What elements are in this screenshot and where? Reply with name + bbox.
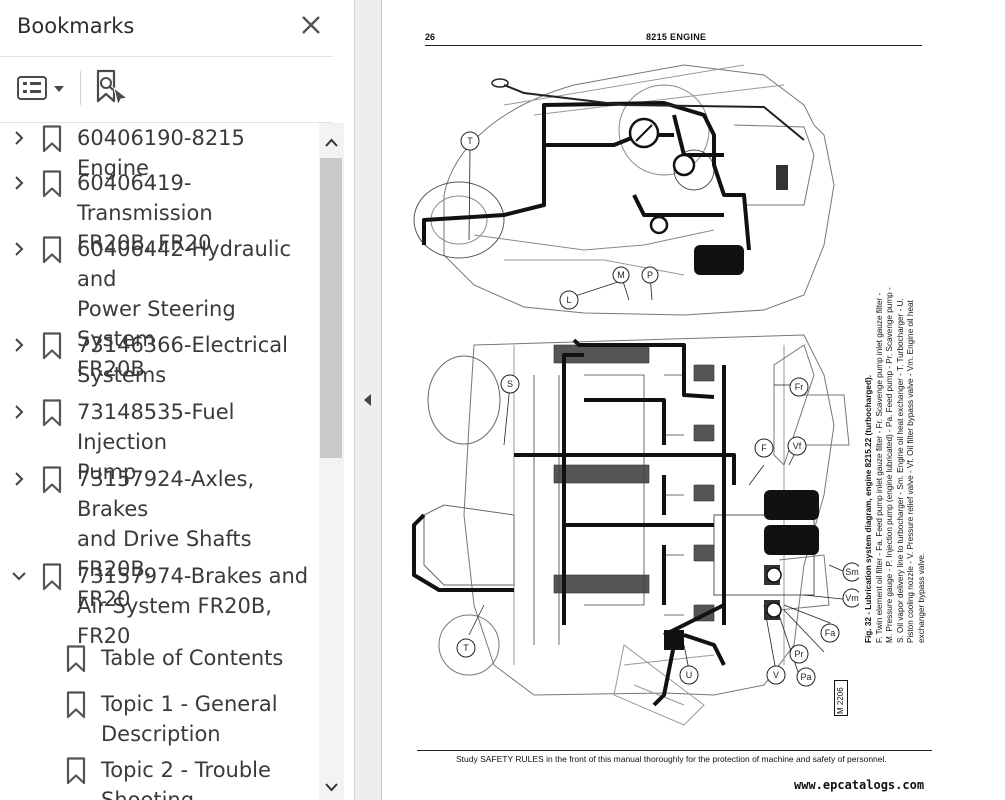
- page-header: 8215 ENGINE: [646, 32, 707, 42]
- bookmarks-panel: Bookmarks: [0, 0, 355, 800]
- panel-header: Bookmarks: [0, 0, 354, 55]
- bookmark-item[interactable]: 73157974-Brakes and Air System FR20B, FR…: [0, 561, 318, 648]
- bookmark-item[interactable]: 73146366-Electrical Systems: [0, 330, 318, 394]
- toolbar-divider: [80, 71, 81, 105]
- chevron-right-icon[interactable]: [10, 174, 28, 192]
- bookmarks-toolbar: [0, 57, 354, 122]
- bookmark-icon: [42, 236, 62, 264]
- bookmark-icon: [42, 170, 62, 198]
- page-number: 26: [425, 32, 436, 42]
- close-panel-button[interactable]: [294, 9, 328, 43]
- bookmark-item[interactable]: Table of Contents: [0, 643, 318, 685]
- panel-title: Bookmarks: [17, 14, 135, 38]
- callout-label: T: [463, 643, 469, 653]
- bookmark-options-button[interactable]: [14, 71, 70, 105]
- bookmark-icon: [42, 563, 62, 591]
- chevron-right-icon[interactable]: [10, 403, 28, 421]
- caption-body: F. Twin element oil filter - Fa. Feed pu…: [874, 287, 926, 643]
- bookmark-icon: [42, 399, 62, 427]
- bookmark-item[interactable]: 73157924-Axles, Brakes and Drive Shafts …: [0, 464, 318, 611]
- scroll-down-button[interactable]: [319, 776, 344, 798]
- chevron-down-icon[interactable]: [10, 567, 28, 585]
- figure-code-text: M 2206: [836, 687, 845, 714]
- bookmark-label: Table of Contents: [101, 646, 284, 670]
- footer-rule: [417, 750, 932, 751]
- bookmark-item[interactable]: 60406190-8215 Engine: [0, 123, 318, 180]
- triangle-left-icon: [364, 394, 371, 406]
- bookmark-item[interactable]: 60406442-Hydraulic and Power Steering Sy…: [0, 234, 318, 381]
- find-current-bookmark-icon: [96, 69, 129, 107]
- callout-label: L: [566, 295, 571, 305]
- bookmark-icon: [66, 645, 86, 673]
- find-current-bookmark-button[interactable]: [92, 68, 132, 108]
- figure-caption: Fig. 32 - Lubrication system diagram, en…: [864, 283, 927, 643]
- caption-title: Fig. 32 - Lubrication system diagram, en…: [864, 375, 873, 643]
- bookmark-icon: [66, 691, 86, 719]
- callout-label: Pa: [800, 672, 811, 682]
- chevron-down-icon: [54, 86, 64, 92]
- chevron-down-icon: [325, 783, 338, 792]
- figure-code: M 2206: [834, 680, 848, 716]
- bookmark-item[interactable]: 73148535-Fuel Injection Pump: [0, 397, 318, 484]
- header-rule: [425, 45, 922, 46]
- callout-label: Fr: [795, 382, 804, 392]
- divider: [0, 122, 333, 123]
- bookmark-icon: [42, 332, 62, 360]
- callout-label: Vm: [845, 593, 859, 603]
- callout-label: V: [773, 670, 779, 680]
- lubrication-diagram: T M P L S Fr F Vf Sm Vm Fa Pr Pa V U T: [412, 64, 859, 726]
- bookmark-item[interactable]: Topic 1 - General Description: [0, 689, 318, 753]
- divider: [0, 56, 333, 57]
- callout-label: Fa: [825, 628, 836, 638]
- callout-label: S: [507, 379, 513, 389]
- page-footer: Study SAFETY RULES in the front of this …: [456, 754, 887, 764]
- bookmark-icon: [42, 466, 62, 494]
- bookmark-label: 73157924-Axles, Brakes and Drive Shafts …: [77, 467, 255, 611]
- bookmark-label: 73148535-Fuel Injection Pump: [77, 400, 235, 484]
- callout-label: T: [467, 136, 473, 146]
- close-icon: [302, 16, 320, 34]
- bookmark-label: 73146366-Electrical Systems: [77, 333, 288, 387]
- chevron-right-icon[interactable]: [10, 470, 28, 488]
- scroll-up-button[interactable]: [319, 132, 344, 154]
- bookmark-label: 60406190-8215 Engine: [77, 126, 245, 180]
- document-page: 26 8215 ENGINE: [384, 0, 1005, 800]
- bookmark-options-icon: [17, 76, 64, 100]
- callout-label: M: [617, 270, 625, 280]
- chevron-right-icon[interactable]: [10, 336, 28, 354]
- bookmark-item[interactable]: 60406419- Transmission FR20B, FR20: [0, 168, 318, 255]
- bookmark-icon: [42, 125, 62, 153]
- callout-label: U: [686, 670, 693, 680]
- bookmark-icon: [66, 757, 86, 785]
- chevron-up-icon: [325, 138, 338, 147]
- callout-label: Vf: [793, 441, 802, 451]
- bookmark-label: 60406442-Hydraulic and Power Steering Sy…: [77, 237, 292, 381]
- scrollbar-thumb[interactable]: [320, 158, 342, 458]
- bookmark-label: 60406419- Transmission FR20B, FR20: [77, 171, 213, 255]
- callout-label: F: [761, 443, 767, 453]
- bookmark-label: Topic 2 - Trouble Shooting: [101, 758, 271, 800]
- bookmark-item[interactable]: Topic 2 - Trouble Shooting: [0, 755, 318, 800]
- callout-label: Pr: [795, 649, 804, 659]
- chevron-right-icon[interactable]: [10, 240, 28, 258]
- chevron-right-icon[interactable]: [10, 129, 28, 147]
- watermark: www.epcatalogs.com: [794, 778, 925, 792]
- callout-label: P: [647, 270, 653, 280]
- collapse-panel-button[interactable]: [357, 388, 379, 412]
- bookmark-label: Topic 1 - General Description: [101, 692, 278, 746]
- callout-label: Sm: [845, 567, 859, 577]
- bookmark-label: 73157974-Brakes and Air System FR20B, FR…: [77, 564, 309, 648]
